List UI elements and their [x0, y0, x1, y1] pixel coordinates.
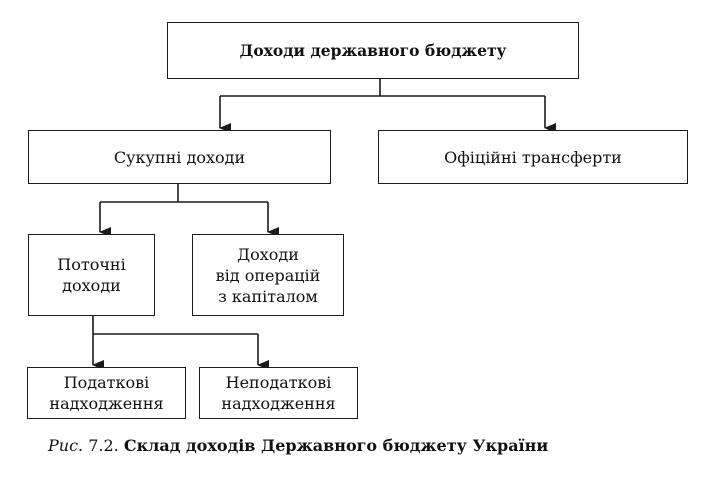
node-capital-operations-label: Доходи від операцій з капіталом	[215, 244, 321, 306]
node-current-income: Поточні доходи	[28, 234, 155, 316]
connector-total-to-children	[100, 184, 268, 203]
node-official-transfers: Офіційні трансферти	[378, 130, 688, 184]
caption-prefix: Рис.	[48, 436, 84, 455]
node-non-tax-receipts-label: Неподаткові надходження	[221, 373, 336, 413]
caption-title: Склад доходів Державного бюджету України	[123, 436, 549, 455]
caption-number: 7.2.	[88, 436, 119, 455]
node-tax-receipts: Податкові надходження	[27, 367, 186, 419]
node-current-income-label: Поточні доходи	[57, 255, 126, 295]
node-root: Доходи державного бюджету	[167, 22, 579, 79]
connector-current-to-children	[92, 316, 258, 335]
node-official-transfers-label: Офіційні трансферти	[444, 147, 622, 167]
figure-caption: Рис. 7.2. Склад доходів Державного бюдже…	[48, 436, 548, 455]
connector-root-to-children	[220, 79, 545, 97]
node-root-label: Доходи державного бюджету	[239, 41, 507, 60]
node-capital-operations: Доходи від операцій з капіталом	[192, 234, 344, 316]
node-total-income: Сукупні доходи	[28, 130, 331, 184]
node-non-tax-receipts: Неподаткові надходження	[199, 367, 358, 419]
node-tax-receipts-label: Податкові надходження	[49, 373, 164, 413]
node-total-income-label: Сукупні доходи	[113, 147, 246, 167]
